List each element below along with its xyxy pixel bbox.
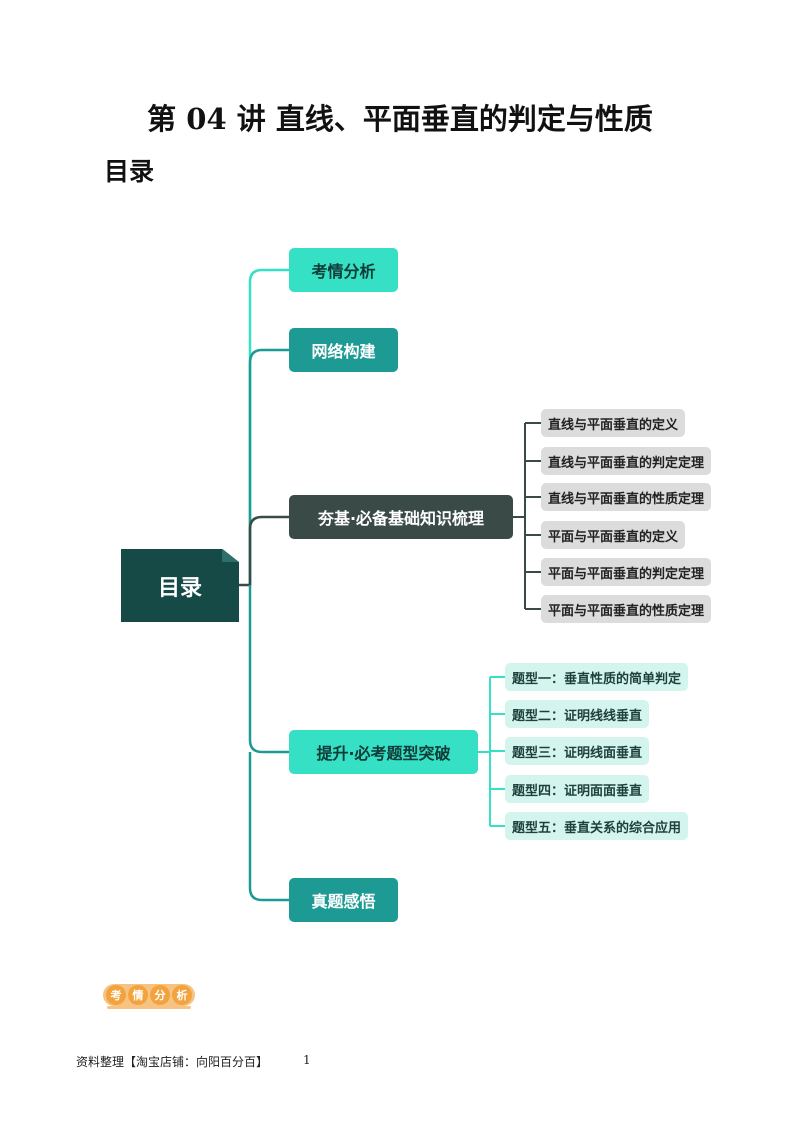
section-badge-exam-analysis: 考 情 分 析	[103, 982, 195, 1009]
page-number: 1	[303, 1053, 311, 1067]
leaf-type-4[interactable]: 题型四：证明面面垂直	[505, 775, 650, 803]
branch-exam-analysis[interactable]: 考情分析	[289, 248, 398, 292]
leaf-type-1[interactable]: 题型一：垂直性质的简单判定	[505, 663, 689, 691]
leaf-plane-plane-definition[interactable]: 平面与平面垂直的定义	[541, 521, 686, 549]
branch-basic-knowledge[interactable]: 夯基·必备基础知识梳理	[289, 495, 513, 539]
branch-connector-4	[248, 585, 290, 754]
leaf-plane-plane-property[interactable]: 平面与平面垂直的性质定理	[541, 595, 712, 623]
footer-text: 资料整理【淘宝店铺：向阳百分百】	[76, 1055, 269, 1069]
leaf-plane-plane-criterion[interactable]: 平面与平面垂直的判定定理	[541, 558, 712, 586]
fan-basics	[513, 422, 541, 610]
badge-underline	[107, 1006, 191, 1009]
badge-char: 分	[150, 985, 170, 1005]
leaf-line-plane-definition[interactable]: 直线与平面垂直的定义	[541, 409, 686, 437]
page-title: 第 04 讲 直线、平面垂直的判定与性质	[147, 102, 653, 136]
badge-background	[103, 984, 195, 1006]
badge-char: 考	[106, 985, 126, 1005]
leaf-type-2[interactable]: 题型二：证明线线垂直	[505, 700, 650, 728]
trunk-top	[248, 268, 290, 585]
badge-char: 情	[128, 985, 148, 1005]
branch-connector-3	[239, 515, 290, 587]
branch-connector-5	[248, 752, 290, 902]
badge-char: 析	[172, 985, 192, 1005]
leaf-line-plane-property[interactable]: 直线与平面垂直的性质定理	[541, 483, 712, 511]
fan-question-types	[478, 676, 505, 827]
leaf-type-3[interactable]: 题型三：证明线面垂直	[505, 737, 650, 765]
mindmap-root: 目录	[121, 549, 239, 622]
leaf-line-plane-criterion[interactable]: 直线与平面垂直的判定定理	[541, 447, 712, 475]
toc-heading: 目录	[104, 157, 155, 186]
branch-question-types[interactable]: 提升·必考题型突破	[289, 730, 478, 774]
branch-knowledge-network[interactable]: 网络构建	[289, 328, 398, 372]
branch-connector-2	[248, 348, 290, 364]
branch-past-exams[interactable]: 真题感悟	[289, 878, 398, 922]
leaf-type-5[interactable]: 题型五：垂直关系的综合应用	[505, 812, 689, 840]
